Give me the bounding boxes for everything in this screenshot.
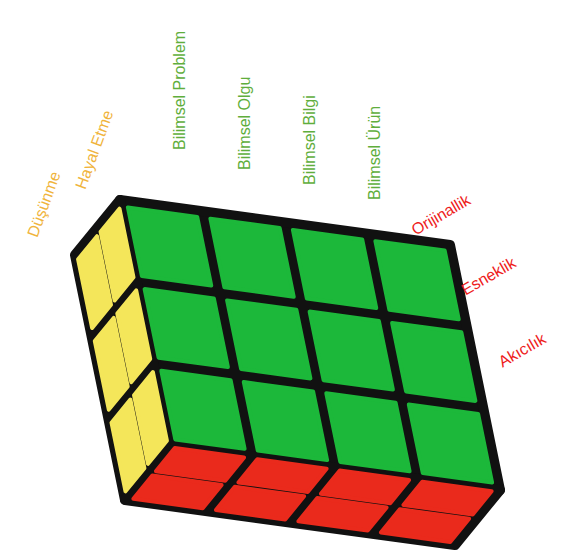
science-label: Bilimsel Bilgi [300,95,320,185]
cube-sticker [409,405,492,483]
science-label: Bilimsel Olgu [235,77,255,170]
cube-sticker [298,498,386,530]
cube-sticker [133,476,221,509]
cube-body [120,200,500,490]
cube-sticker [161,371,244,449]
cube-sticker [403,482,491,515]
creativity-label: Orijinallik [408,190,474,240]
cube-sticker [210,219,293,297]
cube-sticker [216,487,304,520]
science-label: Bilimsel Problem [170,31,190,150]
thinking-label: Hayal Etme [71,107,118,192]
cube-sticker [244,382,327,460]
cube-sticker [117,290,150,382]
science-label: Bilimsel Ürün [365,106,385,200]
cube-sticker [392,323,475,401]
cube-sticker [238,459,326,492]
cube-sticker [293,230,376,308]
creativity-label: Esneklik [458,253,520,300]
cube-sticker [101,209,134,301]
cube-sticker [145,289,228,367]
cube-sticker [381,509,469,542]
cube-sticker [375,241,458,319]
cube-sticker [227,300,310,378]
cube-sticker [321,471,409,504]
thinking-label: Düşünme [23,169,65,240]
cube-sticker [156,448,244,481]
cube-sticker [128,207,211,285]
creativity-label: Akıcılık [495,329,550,372]
cube-sticker [310,312,393,390]
cube-sticker [326,393,409,471]
cube-sticker [134,372,167,464]
